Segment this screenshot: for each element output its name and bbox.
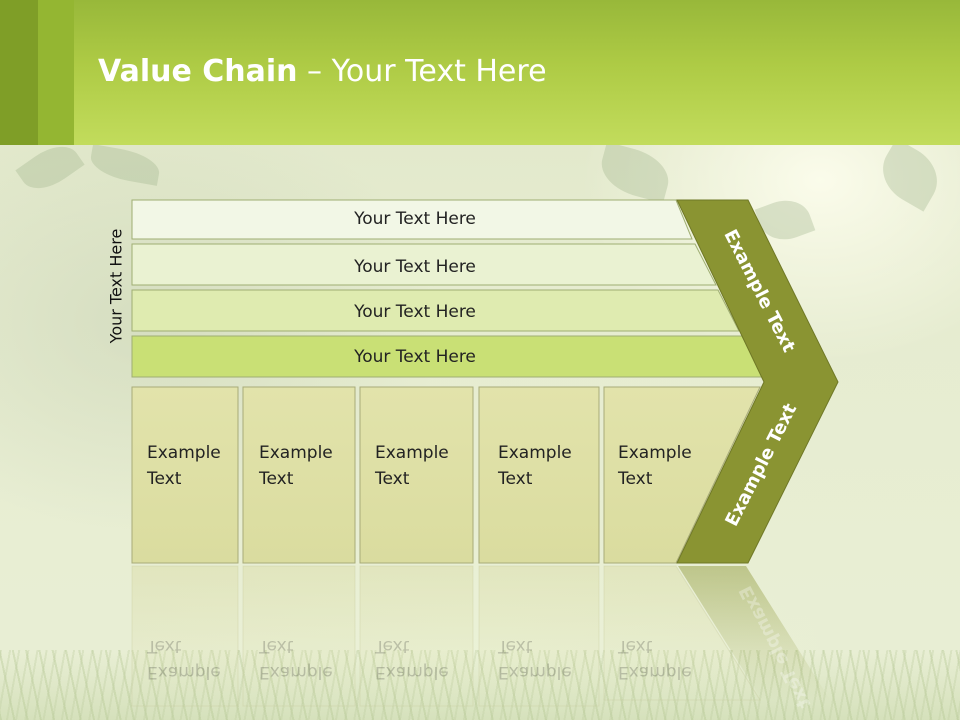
row-bar-2[interactable] xyxy=(131,243,717,286)
row-bar-1[interactable] xyxy=(131,199,693,240)
row-label-2: Your Text Here xyxy=(354,257,476,277)
row-label-4: Your Text Here xyxy=(354,347,476,367)
activity-box-3[interactable] xyxy=(359,386,474,564)
slide-title[interactable]: Value Chain – Your Text Here xyxy=(98,54,547,89)
support-activities-label: Your Text Here xyxy=(106,228,126,344)
row-label-3: Your Text Here xyxy=(354,302,476,322)
title-bar: Value Chain – Your Text Here xyxy=(0,0,960,145)
activity-box-4[interactable] xyxy=(478,386,600,564)
activity-box-2[interactable] xyxy=(242,386,356,564)
header-accent-strip xyxy=(0,0,38,145)
title-rest: – Your Text Here xyxy=(297,54,547,89)
header-accent-strip xyxy=(38,0,74,145)
activity-box-1[interactable] xyxy=(131,386,239,564)
row-bar-3[interactable] xyxy=(131,289,740,332)
reflection xyxy=(131,565,830,707)
activity-box-5[interactable] xyxy=(603,386,761,564)
title-bold: Value Chain xyxy=(98,54,298,89)
margin-chevron[interactable] xyxy=(676,199,839,564)
row-label-1: Your Text Here xyxy=(354,209,476,229)
